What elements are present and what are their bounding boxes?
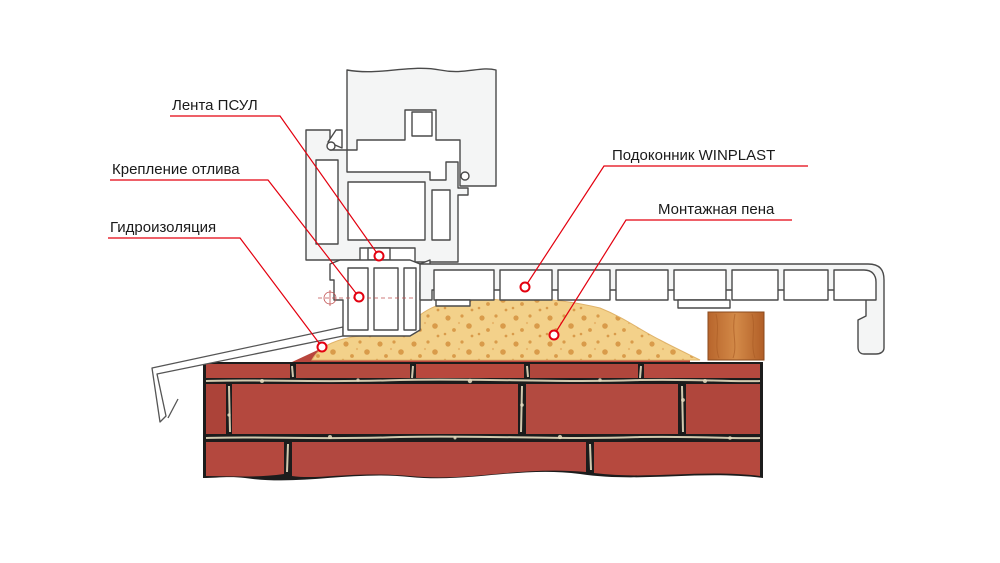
brick [206,442,284,477]
window-sill-board [419,263,885,355]
label-waterproofing: Гидроизоляция [110,219,217,236]
brick [530,364,638,378]
brick [594,442,760,476]
anchor-screw-mark [318,290,415,306]
brick [232,384,518,434]
window-frame-profile [305,67,497,263]
leader-waterproofing [108,237,323,348]
brick [206,364,290,378]
label-foam: Монтажная пена [658,201,775,218]
leader-lines [108,115,808,348]
brick [526,384,678,434]
brick-wall [203,362,763,481]
dot-drip-mount [353,291,365,303]
label-sill: Подоконник WINPLAST [612,147,776,164]
dot-psul-tape [373,250,385,262]
dot-sill [519,281,531,293]
leader-foam [553,219,792,336]
brick [206,384,226,434]
brick [644,364,760,378]
dot-foam [548,329,560,341]
brick [296,364,410,378]
brick [416,364,524,378]
leader-psul-tape [170,115,380,257]
brick [292,442,586,478]
dot-waterproofing [316,341,328,353]
wood-support-block [707,311,765,361]
brick [686,384,760,434]
leader-sill [524,165,808,288]
leader-drip-mount [110,179,360,298]
stand-profile [329,259,431,337]
label-psul-tape: Лента ПСУЛ [172,97,258,114]
label-drip-mount: Крепление отлива [112,161,240,178]
leader-dots [316,250,560,353]
